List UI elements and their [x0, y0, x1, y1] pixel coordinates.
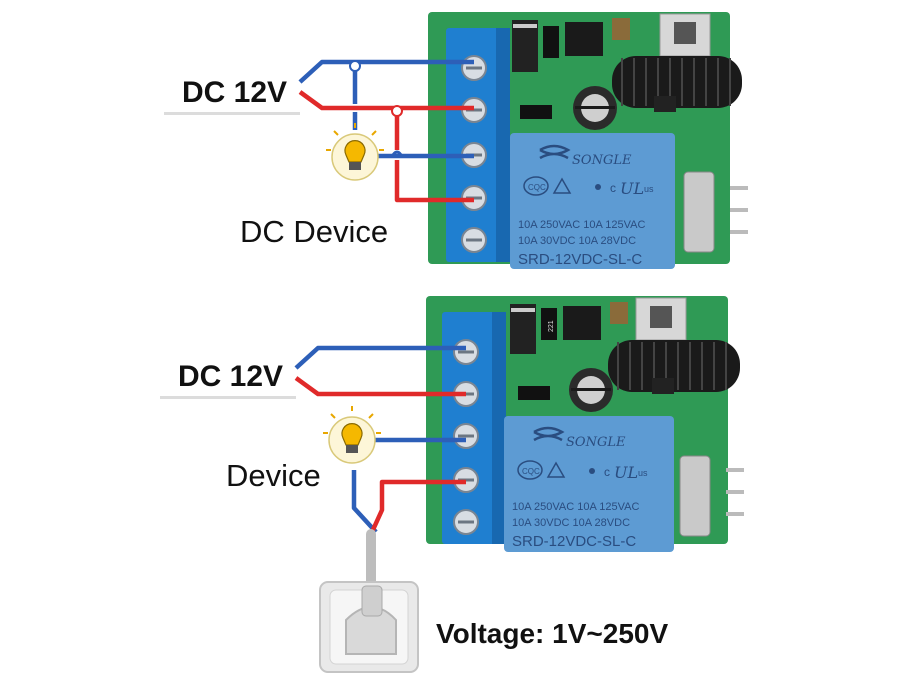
songle-logo	[533, 426, 565, 442]
wire-positive	[294, 376, 466, 397]
relay-body	[504, 416, 674, 552]
antenna-coil	[608, 340, 740, 392]
relay-module-board: SONGLE CQC c UL us 10A 250VAC 10A 125VAC…	[428, 12, 748, 269]
relay-body	[510, 133, 675, 269]
songle-logo	[539, 144, 571, 160]
crystal-oscillator	[683, 171, 715, 253]
ul-mark-icon: c	[604, 465, 610, 479]
warning-triangle-icon	[552, 177, 572, 194]
relay-rating-line2: 10A 30VDC 10A 28VDC	[518, 235, 636, 247]
wire-negative	[294, 345, 466, 370]
bottom-diagram-graphic: 221	[294, 296, 744, 673]
ul-mark-icon: c	[610, 181, 616, 195]
power-label: DC 12V	[178, 360, 284, 393]
relay-rating-line2: 10A 30VDC 10A 28VDC	[512, 517, 630, 529]
relay-rating-line1: 10A 250VAC 10A 125VAC	[518, 219, 645, 231]
cqc-mark-icon	[523, 176, 549, 196]
svg-text:UL: UL	[614, 463, 638, 482]
relay-module-board: 221	[426, 296, 744, 552]
warning-triangle-icon	[546, 461, 566, 478]
power-socket-icon	[319, 581, 419, 673]
wire-socket-neutral	[351, 470, 378, 534]
relay-cert-right: us	[644, 184, 654, 194]
crystal-oscillator	[679, 455, 711, 537]
bottom-wiring-diagram: 221	[0, 290, 900, 675]
regulator-chip	[565, 22, 603, 56]
relay-brand: SONGLE	[572, 153, 632, 168]
diode-component	[512, 20, 538, 72]
power-label: DC 12V	[182, 76, 288, 109]
device-label: DC Device	[240, 214, 389, 249]
wire-socket-live	[369, 479, 466, 533]
light-bulb-icon	[326, 123, 384, 181]
diode-component	[510, 304, 536, 354]
relay-model: SRD-12VDC-SL-C	[518, 251, 642, 268]
resistor-code: 221	[548, 320, 555, 332]
relay-brand: SONGLE	[566, 435, 626, 450]
label-underline	[160, 396, 296, 399]
relay-cert-right: us	[638, 468, 648, 478]
wiring	[298, 59, 474, 203]
antenna-coil	[612, 56, 742, 108]
top-wiring-diagram: SONGLE CQC c UL us 10A 250VAC 10A 125VAC…	[0, 0, 900, 290]
cqc-mark-icon	[517, 460, 543, 480]
relay-cert-left: CQC	[528, 183, 546, 192]
relay-cert-left: CQC	[522, 467, 540, 476]
light-bulb-icon	[323, 406, 381, 464]
relay-rating-line1: 10A 250VAC 10A 125VAC	[512, 501, 639, 513]
relay-model: SRD-12VDC-SL-C	[512, 533, 636, 550]
svg-text:UL: UL	[620, 179, 644, 198]
regulator-chip	[563, 306, 601, 340]
device-label: Device	[226, 458, 321, 493]
wire-positive	[298, 90, 474, 111]
capacitor	[573, 86, 617, 130]
capacitor	[569, 368, 613, 412]
wire-negative	[298, 59, 474, 84]
voltage-label: Voltage: 1V~250V	[436, 618, 669, 649]
wiring	[294, 345, 466, 595]
label-underline	[164, 112, 300, 115]
top-diagram-graphic: SONGLE CQC c UL us 10A 250VAC 10A 125VAC…	[298, 12, 748, 269]
